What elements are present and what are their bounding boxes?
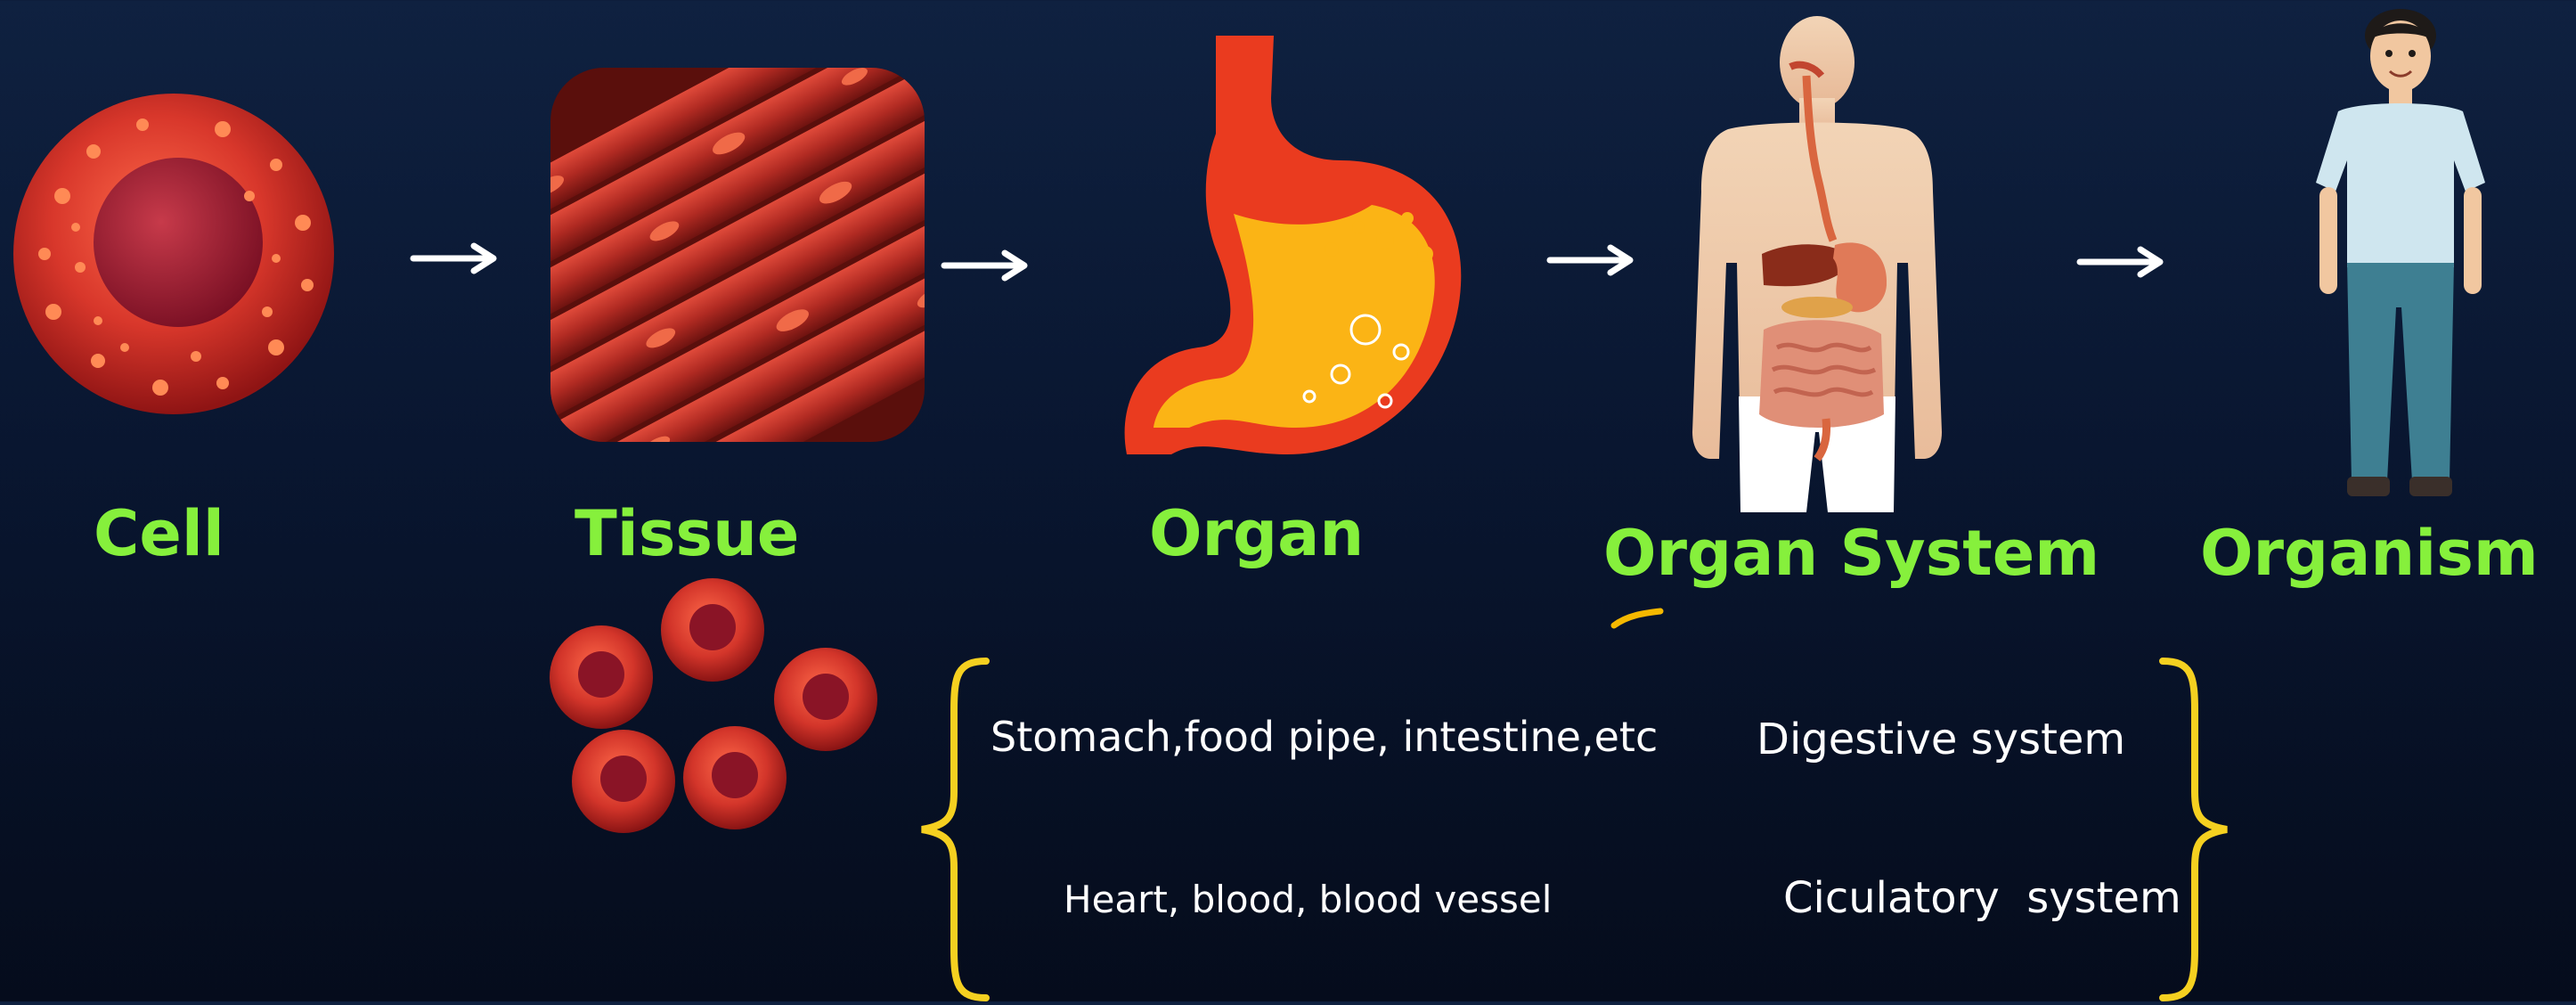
cell-illustration [9, 89, 338, 419]
arrow-icon [942, 248, 1031, 287]
stage-label-organism: Organism [2200, 517, 2539, 590]
example-system-circulatory: Ciculatory system [1783, 873, 2181, 923]
curly-brace-icon [913, 658, 993, 1005]
stage-label-organ: Organ [1149, 497, 1364, 570]
example-organs-circulatory: Heart, blood, blood vessel [1064, 878, 1552, 921]
stage-label-tissue: Tissue [575, 497, 799, 570]
annotation-mark [1610, 606, 1664, 636]
example-organs-digestive: Stomach,food pipe, intestine,etc [990, 713, 1658, 761]
stage-label-cell: Cell [94, 497, 224, 570]
muscle-tissue-illustration [550, 68, 925, 442]
person-illustration [2307, 4, 2494, 508]
arrow-icon [2078, 244, 2167, 283]
curly-brace-icon [2156, 658, 2236, 1005]
arrow-icon [1548, 242, 1637, 282]
cell-cluster-illustration [548, 575, 886, 833]
human-organ-system-illustration [1675, 13, 1960, 512]
stomach-illustration [1118, 36, 1474, 463]
example-system-digestive: Digestive system [1757, 715, 2125, 764]
arrow-icon [412, 241, 501, 280]
stage-label-organ-system: Organ System [1603, 517, 2099, 590]
